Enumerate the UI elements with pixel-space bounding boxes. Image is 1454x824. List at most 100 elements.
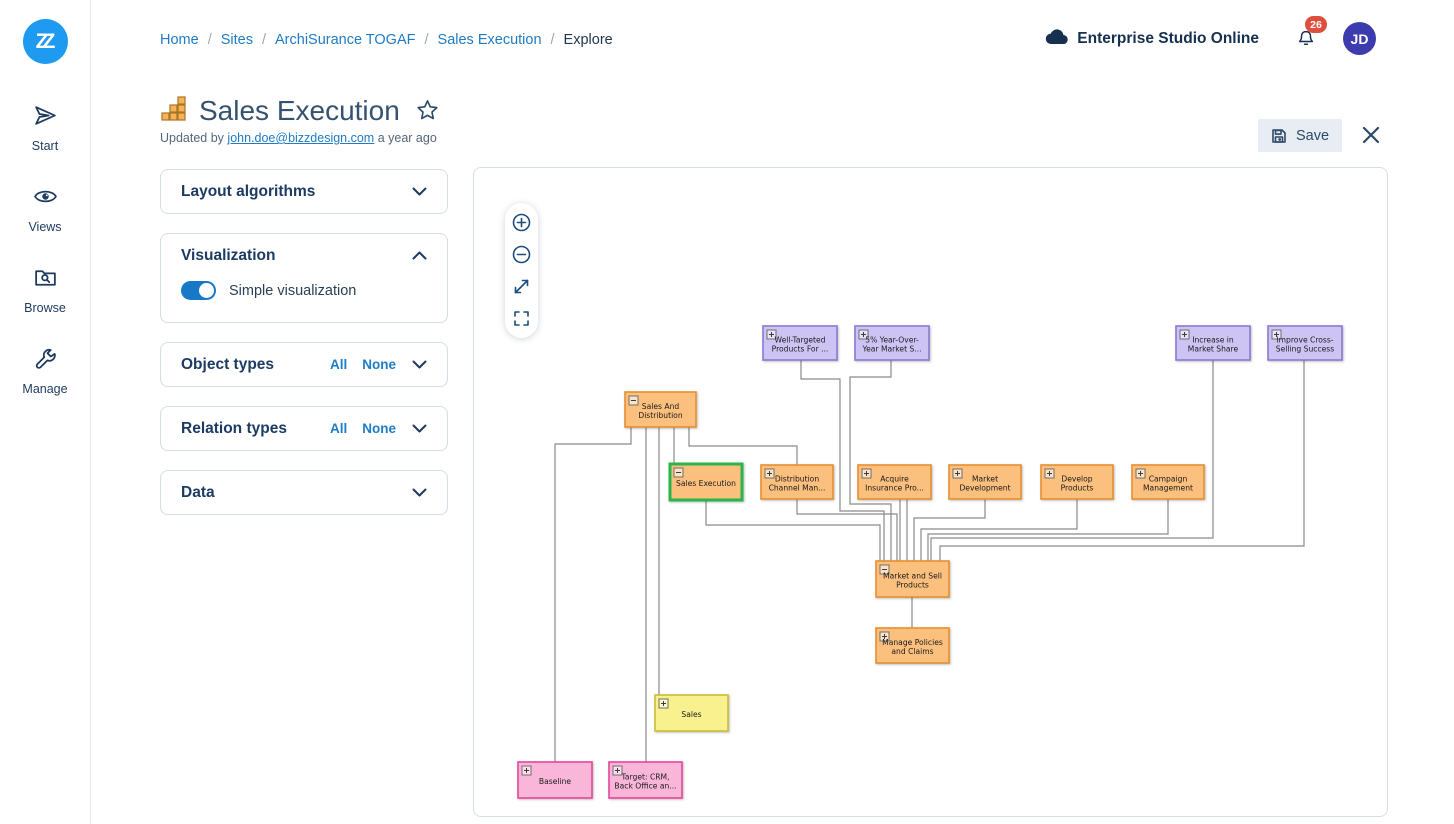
breadcrumb-link-home[interactable]: Home (160, 32, 199, 48)
sidebar-item-label: Browse (24, 301, 66, 315)
fullscreen-button[interactable] (511, 308, 532, 329)
diagram-node-sales[interactable]: Sales (654, 694, 729, 732)
breadcrumb-link-sales-execution[interactable]: Sales Execution (437, 32, 542, 48)
breadcrumb: Home / Sites / ArchiSurance TOGAF / Sale… (160, 32, 613, 48)
sidebar-item-label: Views (28, 220, 62, 234)
section-relation-types: Relation types All None (160, 406, 448, 451)
object-types-none-link[interactable]: None (362, 357, 396, 372)
save-button[interactable]: Save (1258, 119, 1342, 152)
breadcrumb-current: Explore (563, 32, 613, 48)
zoom-out-button[interactable] (511, 244, 532, 265)
fit-to-view-button[interactable] (511, 276, 532, 297)
diagram-node-baseline[interactable]: Baseline (517, 761, 593, 799)
relation-types-all-link[interactable]: All (329, 421, 348, 436)
breadcrumb-separator: / (424, 32, 429, 48)
svg-text:Sales: Sales (681, 710, 701, 719)
brand-name: Enterprise Studio Online (1077, 29, 1259, 47)
chevron-down-icon[interactable] (412, 484, 427, 502)
breadcrumb-link-sites[interactable]: Sites (220, 32, 253, 48)
chevron-down-icon[interactable] (412, 183, 427, 201)
sidebar-item-label: Start (31, 139, 59, 153)
sidebar-item-views[interactable]: Views (28, 184, 62, 234)
section-header-data[interactable]: Data (181, 471, 427, 514)
diagram-edge (920, 499, 1078, 561)
brand: Enterprise Studio Online (1045, 28, 1259, 50)
object-types-all-link[interactable]: All (329, 357, 348, 372)
simple-visualization-toggle[interactable] (181, 281, 216, 300)
section-title: Layout algorithms (181, 182, 316, 200)
svg-text:Baseline: Baseline (539, 777, 572, 786)
diagram-node-improve-cross-selling[interactable]: Improve Cross-Selling Success (1267, 325, 1343, 361)
section-header-relation-types[interactable]: Relation types All None (181, 407, 427, 450)
app-logo[interactable]: ZZ (22, 19, 68, 64)
save-button-label: Save (1295, 127, 1330, 144)
simple-visualization-label: Simple visualization (229, 282, 357, 299)
simple-visualization-row: Simple visualization (181, 277, 427, 316)
svg-text:Improve Cross-Selling Success: Improve Cross-Selling Success (1276, 336, 1334, 354)
save-icon (1272, 128, 1286, 143)
diagram-edge (939, 360, 1305, 561)
sidebar-item-browse[interactable]: Browse (24, 265, 66, 315)
breadcrumb-separator: / (261, 32, 266, 48)
diagram-edge (796, 499, 898, 561)
section-object-types: Object types All None (160, 342, 448, 387)
section-title: Relation types (181, 419, 287, 437)
chevron-down-icon[interactable] (412, 420, 427, 438)
breadcrumb-link-archisurance-togaf[interactable]: ArchiSurance TOGAF (275, 32, 416, 48)
section-data: Data (160, 470, 448, 515)
relation-types-none-link[interactable]: None (362, 421, 396, 436)
updated-by-link[interactable]: john.doe@bizzdesign.com (227, 131, 375, 145)
diagram-node-sales-execution[interactable]: Sales Execution (668, 462, 744, 502)
svg-text:Sales Execution: Sales Execution (676, 479, 736, 488)
section-layout-algorithms: Layout algorithms (160, 169, 448, 214)
diagram-node-target-crm-back-office[interactable]: Target: CRM,Back Office an... (608, 761, 683, 799)
section-visualization: Visualization Simple visualization (160, 233, 448, 323)
options-panel: Layout algorithms Visualization Simple v… (160, 169, 448, 534)
user-avatar[interactable]: JD (1343, 22, 1376, 55)
diagram-edge (800, 360, 885, 561)
section-header-object-types[interactable]: Object types All None (181, 343, 427, 386)
breadcrumb-separator: / (550, 32, 555, 48)
section-header-layout-algorithms[interactable]: Layout algorithms (181, 170, 427, 213)
section-header-visualization[interactable]: Visualization (181, 234, 427, 277)
diagram-node-five-pct-yoy-market[interactable]: 5% Year-Over-Year Market S... (854, 325, 930, 361)
wrench-icon (33, 346, 58, 376)
updated-suffix: a year ago (377, 131, 437, 145)
select-links: All None (330, 421, 396, 436)
diagram-edge (930, 360, 1214, 561)
diagram-edge (688, 427, 798, 465)
zoom-in-button[interactable] (511, 212, 532, 233)
sidebar-item-start[interactable]: Start (32, 103, 58, 153)
sidebar-item-manage[interactable]: Manage (22, 346, 68, 396)
updated-prefix: Updated by (160, 131, 224, 145)
chevron-down-icon[interactable] (412, 356, 427, 374)
diagram-edge (927, 499, 1169, 561)
updated-line: Updated by john.doe@bizzdesign.com a yea… (160, 131, 439, 145)
close-button[interactable] (1361, 125, 1383, 147)
favorite-star-button[interactable] (416, 99, 439, 126)
sidebar-nav: Start Views Browse Manage (22, 103, 68, 427)
notifications-button[interactable]: 26 (1295, 16, 1327, 53)
folder-search-icon (33, 265, 58, 295)
chevron-up-icon[interactable] (412, 247, 427, 265)
title-block: Sales Execution Updated by john.doe@bizz… (160, 95, 439, 145)
